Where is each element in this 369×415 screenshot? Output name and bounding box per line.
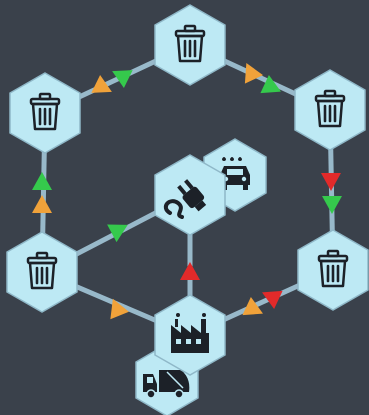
arrow-red	[180, 262, 200, 280]
arrow-green	[32, 172, 52, 190]
bin-top-node[interactable]	[154, 4, 226, 86]
arrow-orange	[32, 195, 52, 213]
factory-node[interactable]	[154, 294, 226, 376]
arrow-red	[262, 290, 283, 310]
arrow-orange	[91, 74, 112, 93]
arrow-layer	[32, 63, 342, 320]
bin-bottom-left-node[interactable]	[6, 231, 78, 313]
node-layer	[6, 4, 369, 415]
arrow-green	[322, 196, 342, 214]
arrow-green	[107, 224, 128, 243]
arrow-orange	[242, 296, 263, 316]
arrow-green	[260, 74, 281, 94]
arrow-green	[112, 70, 133, 89]
bin-bottom-right-node[interactable]	[297, 229, 369, 311]
bin-top-left-node[interactable]	[9, 72, 81, 154]
bin-top-right-node[interactable]	[294, 69, 366, 151]
ev-charging-plug-node[interactable]	[154, 154, 226, 236]
arrow-orange	[244, 63, 264, 84]
arrow-red	[321, 173, 341, 191]
arrow-orange	[110, 298, 129, 320]
